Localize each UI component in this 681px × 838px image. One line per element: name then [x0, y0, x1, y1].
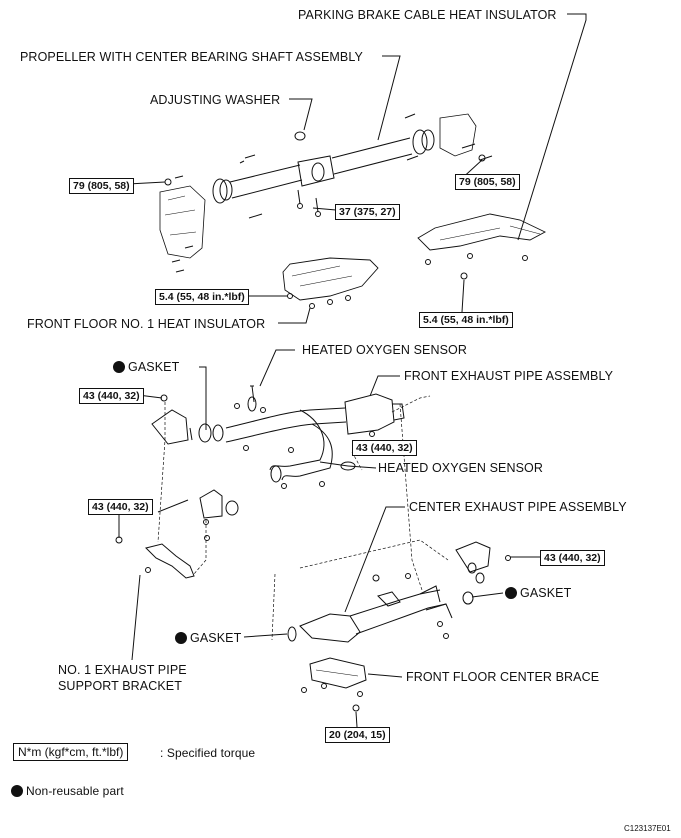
propeller-shaft	[159, 113, 493, 273]
legend-non-reusable-text: Non-reusable part	[26, 784, 124, 798]
legend-torque-box: N*m (kgf*cm, ft.*lbf)	[13, 743, 129, 761]
label-propeller-shaft-assembly: PROPELLER WITH CENTER BEARING SHAFT ASSE…	[20, 50, 363, 64]
parking-brake-insulator	[417, 213, 546, 251]
front-floor-heat-insulator	[282, 257, 379, 301]
label-adjusting-washer: ADJUSTING WASHER	[150, 93, 281, 107]
label-gasket-1-text: GASKET	[128, 360, 180, 374]
label-parking-brake-cable-heat-insulator: PARKING BRAKE CABLE HEAT INSULATOR	[298, 8, 557, 22]
torque-box-t5: 5.4 (55, 48 in.*lbf)	[419, 312, 513, 328]
non-reusable-dot-icon	[175, 632, 187, 644]
label-gasket-2-text: GASKET	[520, 586, 572, 600]
torque-box-t6: 43 (440, 32)	[79, 388, 144, 404]
torque-box-t3: 37 (375, 27)	[335, 204, 400, 220]
figure-id: C123137E01	[624, 824, 671, 833]
torque-box-t8: 43 (440, 32)	[88, 499, 153, 515]
torque-box-t2: 79 (805, 58)	[455, 174, 520, 190]
torque-box-t1: 79 (805, 58)	[69, 178, 134, 194]
label-gasket-2: GASKET	[505, 586, 571, 600]
label-gasket-1: GASKET	[113, 360, 179, 374]
label-gasket-3: GASKET	[175, 631, 241, 645]
torque-box-t7: 43 (440, 32)	[352, 440, 417, 456]
label-no1-exhaust-pipe-support-bracket-line2: SUPPORT BRACKET	[58, 679, 182, 693]
torque-box-t4: 5.4 (55, 48 in.*lbf)	[155, 289, 249, 305]
legend-torque-desc: : Specified torque	[160, 746, 256, 760]
non-reusable-dot-icon	[113, 361, 125, 373]
label-no1-exhaust-pipe-support-bracket-line1: NO. 1 EXHAUST PIPE	[58, 663, 187, 677]
non-reusable-dot-icon	[505, 587, 517, 599]
non-reusable-dot-icon	[11, 785, 23, 797]
torque-box-t9: 43 (440, 32)	[540, 550, 605, 566]
torque-box-t10: 20 (204, 15)	[325, 727, 390, 743]
label-front-floor-no1-heat-insulator: FRONT FLOOR NO. 1 HEAT INSULATOR	[27, 317, 266, 331]
legend-non-reusable: Non-reusable part	[11, 784, 124, 798]
label-front-exhaust-pipe-assembly: FRONT EXHAUST PIPE ASSEMBLY	[404, 369, 614, 383]
label-heated-oxygen-sensor-1: HEATED OXYGEN SENSOR	[302, 343, 467, 357]
label-gasket-3-text: GASKET	[190, 631, 242, 645]
label-front-floor-center-brace: FRONT FLOOR CENTER BRACE	[406, 670, 600, 684]
label-heated-oxygen-sensor-2: HEATED OXYGEN SENSOR	[378, 461, 543, 475]
label-center-exhaust-pipe-assembly: CENTER EXHAUST PIPE ASSEMBLY	[409, 500, 627, 514]
